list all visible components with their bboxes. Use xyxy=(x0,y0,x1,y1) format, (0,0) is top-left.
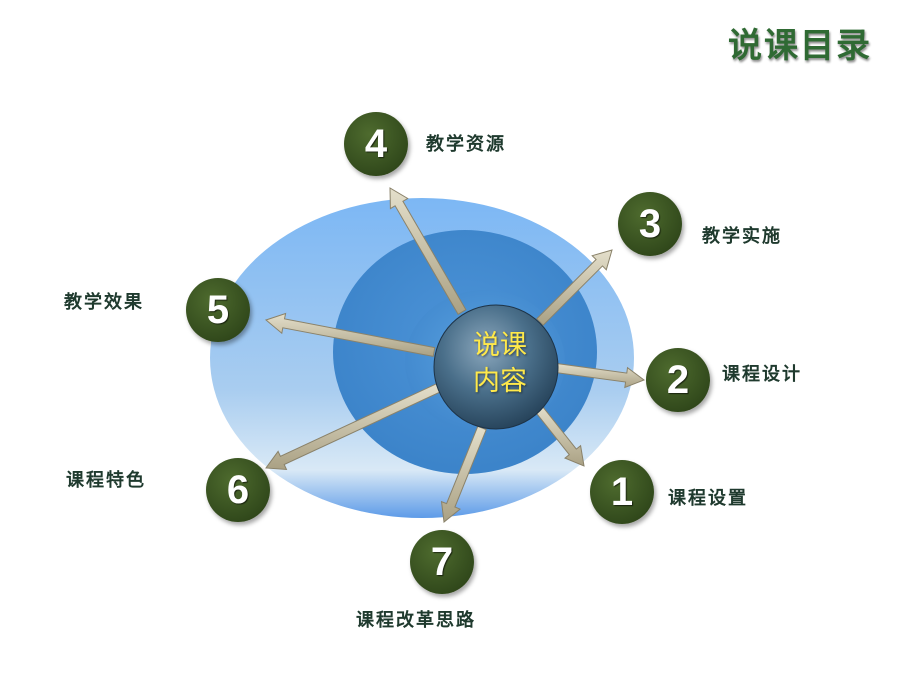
arrow-to-node-6 xyxy=(265,383,441,471)
node-2-label: 课程设计 xyxy=(722,364,802,385)
node-4[interactable]: 4 xyxy=(344,112,408,176)
center-label: 说课 内容 xyxy=(440,328,560,400)
node-1[interactable]: 1 xyxy=(590,460,654,524)
node-5-number: 5 xyxy=(206,287,230,332)
arrow-to-node-7 xyxy=(440,425,487,523)
node-3-label: 教学实施 xyxy=(702,226,782,247)
center-sphere xyxy=(433,304,559,430)
page-title: 说课目录 xyxy=(728,26,872,66)
node-7-label: 课程改革思路 xyxy=(356,610,476,631)
arrow-to-node-4 xyxy=(389,187,467,315)
arrow-to-node-5 xyxy=(264,312,436,357)
node-4-number: 4 xyxy=(364,121,388,166)
center-label-line2: 内容 xyxy=(473,366,527,397)
node-2-number: 2 xyxy=(666,357,690,402)
node-2[interactable]: 2 xyxy=(646,348,710,412)
node-6-label: 课程特色 xyxy=(66,470,146,491)
node-4-label: 教学资源 xyxy=(426,134,506,155)
node-6-number: 6 xyxy=(226,467,250,512)
node-5-label: 教学效果 xyxy=(64,292,144,313)
node-3-number: 3 xyxy=(638,201,662,246)
node-6[interactable]: 6 xyxy=(206,458,270,522)
node-7-number: 7 xyxy=(430,539,454,584)
arrows-group xyxy=(264,187,646,523)
node-7[interactable]: 7 xyxy=(410,530,474,594)
arrow-to-node-3 xyxy=(536,249,613,326)
node-5[interactable]: 5 xyxy=(186,278,250,342)
node-1-label: 课程设置 xyxy=(668,488,748,509)
center-label-line1: 说课 xyxy=(473,330,527,361)
node-1-number: 1 xyxy=(610,469,634,514)
arrow-to-node-1 xyxy=(533,404,585,467)
arrow-to-node-2 xyxy=(554,362,646,389)
node-3[interactable]: 3 xyxy=(618,192,682,256)
